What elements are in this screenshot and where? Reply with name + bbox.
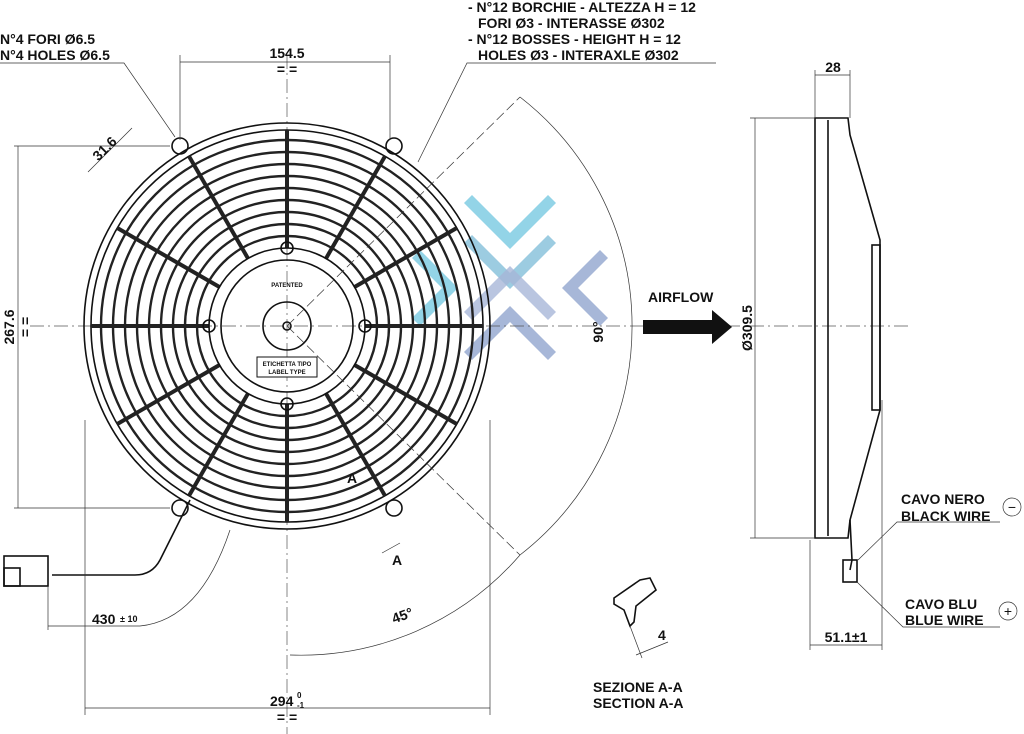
dim-angle-90: 90°: [590, 321, 606, 342]
bosses-note-en-2: HOLES Ø3 - INTERAXLE Ø302: [478, 47, 679, 63]
bosses-leader: [417, 62, 716, 163]
dim-section-thickness: 4: [658, 627, 666, 643]
holes-note-en: N°4 HOLES Ø6.5: [0, 47, 110, 63]
grille-spoke: [353, 363, 458, 426]
grille-spoke: [353, 226, 458, 289]
dim-bottom-width: 294: [270, 693, 294, 709]
hub-screw: [202, 319, 216, 333]
holes-leader: [0, 62, 176, 138]
grille-spoke: [187, 392, 250, 497]
dim-diameter: Ø309.5: [739, 305, 755, 351]
dim-diag: 31.6: [89, 133, 120, 164]
hub-screw: [358, 319, 372, 333]
black-wire-leader: [857, 521, 1000, 561]
patented-mark: PATENTED: [271, 283, 303, 289]
dim-top-width: 154.5: [269, 45, 304, 61]
arc-90: [519, 96, 633, 556]
motor-hub-inner: [220, 259, 354, 393]
grille-spoke: [187, 155, 250, 260]
section-marker-a: A: [392, 552, 402, 568]
plus-sign: +: [1004, 603, 1012, 619]
mounting-hole: [171, 499, 189, 517]
hub-screw: [280, 397, 294, 411]
dim-bottom-tol-upper: 0: [297, 691, 302, 700]
blue-wire-label-it: CAVO BLU: [905, 596, 977, 612]
bosses-note-it-1: - N°12 BORCHIE - ALTEZZA H = 12: [468, 0, 696, 15]
label-type-en: LABEL TYPE: [268, 370, 305, 376]
dim-overall-depth: 51.1±1: [825, 629, 868, 645]
airflow-label: AIRFLOW: [648, 289, 714, 305]
minus-sign: −: [1008, 499, 1016, 515]
hub-screw: [280, 241, 294, 255]
bosses-note-it-2: FORI Ø3 - INTERASSE Ø302: [478, 15, 665, 31]
grille-spoke: [116, 226, 221, 289]
label-type-it: ETICHETTA TIPO: [263, 362, 312, 368]
minus-icon: [1002, 497, 1022, 517]
mounting-hole: [171, 137, 189, 155]
fan-side-view: [814, 117, 881, 583]
connector-latch: [3, 567, 21, 587]
mounting-hole: [385, 137, 403, 155]
dim-bottom-tol-lower: -1: [297, 701, 305, 710]
arc-45: [289, 554, 521, 656]
dim-height: 267.6: [1, 309, 17, 344]
black-wire-label-en: BLACK WIRE: [901, 508, 990, 524]
cable: [52, 499, 191, 576]
dim-equal-mark: = =: [17, 317, 33, 337]
blue-wire-label-en: BLUE WIRE: [905, 612, 984, 628]
motor-hub-outer: [208, 247, 366, 405]
connector: [3, 555, 49, 587]
dim-line-cable: [48, 529, 231, 627]
fan-outer-frame: [83, 122, 491, 530]
label-type-box: [256, 356, 318, 378]
dim-cable-tol: ± 10: [120, 614, 137, 624]
dim-equal-mark: = =: [277, 61, 297, 77]
dim-equal-mark: = =: [277, 709, 297, 725]
grille-spoke: [116, 363, 221, 426]
bosses-note-en-1: - N°12 BOSSES - HEIGHT H = 12: [468, 31, 681, 47]
mounting-hole: [385, 499, 403, 517]
grille-spoke: [324, 155, 387, 260]
section-label-it: SEZIONE A-A: [593, 679, 683, 695]
dim-angle-45: 45°: [390, 604, 415, 626]
fan-front-view: PATENTED ETICHETTA TIPO LABEL TYPE: [83, 122, 491, 530]
airflow-arrow-icon: [643, 310, 732, 344]
motor-shaft-cap: [262, 301, 312, 351]
blue-wire-leader: [856, 581, 1000, 628]
holes-note-it: N°4 FORI Ø6.5: [0, 31, 95, 47]
dim-cable: 430: [92, 611, 116, 627]
side-connector: [842, 559, 858, 583]
section-a-a-detail: [613, 577, 669, 659]
grille-spoke: [324, 392, 387, 497]
section-label-en: SECTION A-A: [593, 695, 683, 711]
black-wire-label-it: CAVO NERO: [901, 491, 985, 507]
plus-icon: [998, 601, 1018, 621]
motor-shaft: [282, 321, 292, 331]
section-marker-a: A: [347, 470, 357, 486]
dim-depth: 28: [825, 59, 841, 75]
dim-line-diag: [87, 127, 133, 173]
